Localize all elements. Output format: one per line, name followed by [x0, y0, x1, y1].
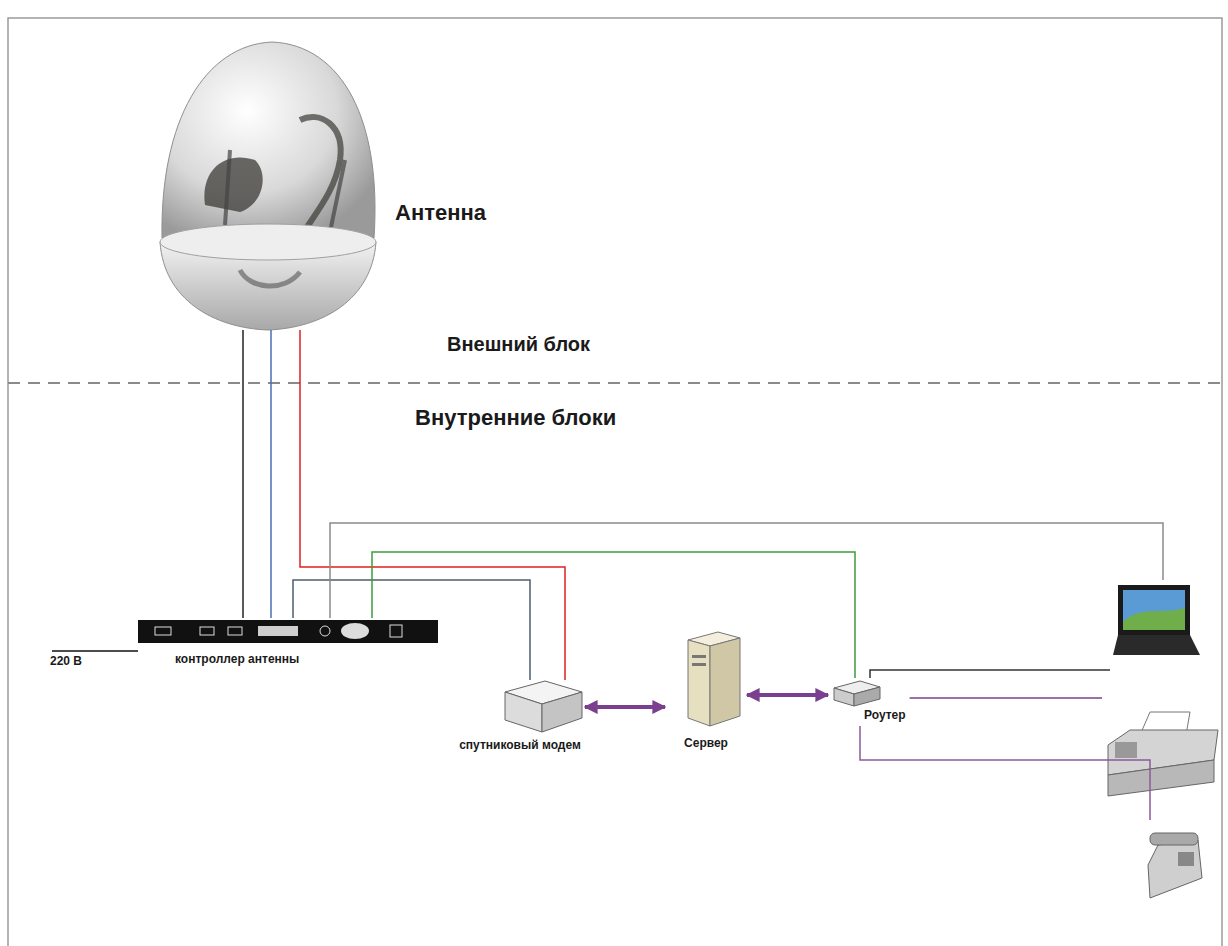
cable — [860, 726, 1150, 820]
antenna-controller — [138, 620, 438, 643]
zone-label: Внутренние блоки — [415, 405, 616, 430]
cable — [293, 580, 530, 680]
laptop-wallpaper — [1123, 608, 1185, 630]
server-tower — [688, 632, 740, 726]
controller-display — [258, 626, 298, 636]
laptop-icon — [1113, 585, 1200, 655]
zone-label: Внешний блок — [447, 333, 590, 356]
controller-button — [390, 625, 402, 637]
server-front — [688, 640, 710, 726]
laptop-screen — [1123, 590, 1185, 630]
controller-glyph — [200, 627, 214, 635]
divider-line — [8, 382, 1222, 384]
radome-dome — [162, 42, 375, 238]
data-link — [747, 693, 828, 697]
controller-glyph — [155, 627, 171, 635]
cable — [870, 670, 1110, 678]
cable — [330, 523, 1163, 618]
server-bay — [692, 663, 706, 666]
laptop-bezel — [1118, 585, 1190, 635]
phone-body — [1148, 840, 1202, 898]
phone-keypad — [1178, 852, 1194, 866]
antenna-mechanism — [204, 157, 262, 212]
controller-glyph — [228, 627, 242, 635]
controller-button — [320, 626, 330, 636]
fax-keypad — [1115, 742, 1137, 758]
cable — [242, 330, 244, 618]
laptop-node — [1110, 580, 1202, 672]
power-label: 220 В — [50, 655, 82, 669]
power-wire — [52, 650, 138, 652]
fax-front — [1108, 760, 1214, 796]
cable — [910, 697, 1102, 699]
modem-node: спутниковый модем — [455, 680, 585, 758]
server-bay — [692, 655, 706, 658]
fax-icon — [1108, 712, 1218, 796]
router-node: Роутер — [828, 678, 910, 726]
antenna-mechanism — [240, 270, 300, 286]
antenna-node: Антенна — [155, 30, 540, 330]
cable — [300, 330, 565, 680]
server-side — [710, 638, 740, 726]
node-label: Роутер — [864, 709, 906, 723]
radome-rim — [160, 224, 376, 260]
satellite-modem — [505, 681, 582, 732]
modem-front — [505, 692, 542, 732]
cable — [270, 330, 272, 618]
phone-node — [1140, 820, 1205, 905]
node-label: Антенна — [395, 200, 486, 225]
fax-node — [1102, 690, 1220, 800]
router-front — [834, 688, 854, 706]
node-label: спутниковый модем — [455, 739, 585, 753]
phone-icon — [1148, 833, 1202, 898]
controller-rack — [138, 620, 438, 643]
antenna-radome — [160, 42, 376, 330]
laptop-base — [1113, 635, 1200, 655]
data-link — [585, 705, 665, 709]
router-device — [834, 681, 880, 706]
antenna-strut — [225, 150, 345, 232]
node-label: контроллер антенны — [175, 653, 299, 667]
controller-node: контроллер антенны — [138, 618, 438, 672]
modem-side — [542, 692, 582, 732]
cable — [372, 552, 855, 678]
router-side — [854, 687, 880, 706]
controller-dial — [341, 623, 369, 639]
phone-handset — [1150, 833, 1198, 845]
frame — [8, 18, 1222, 946]
node-label: Сервер — [665, 737, 747, 751]
server-node: Сервер — [665, 625, 747, 755]
